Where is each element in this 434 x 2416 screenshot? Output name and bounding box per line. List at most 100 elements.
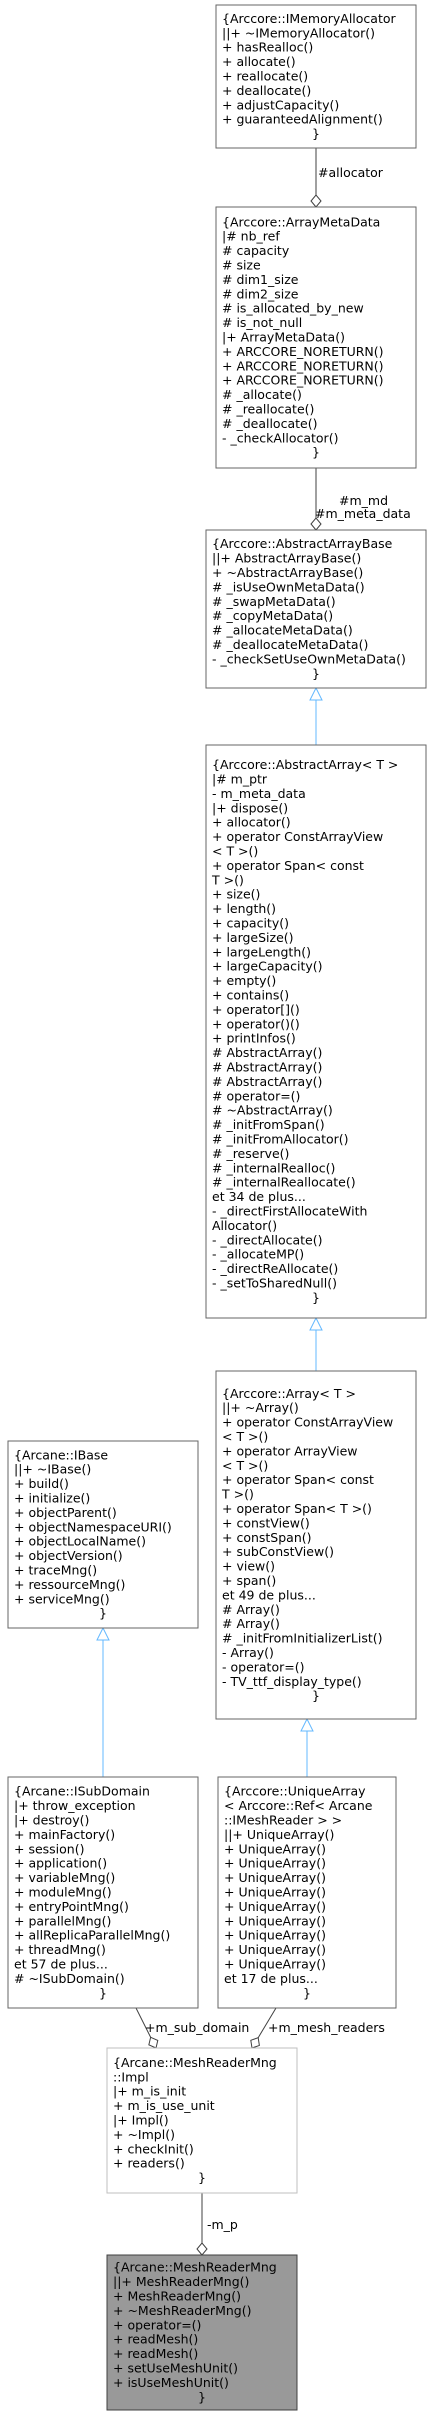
class-member: + operator Span< T >() (222, 1501, 372, 1516)
inheritance-arrowhead (309, 686, 323, 701)
class-member: < T >() (212, 844, 258, 859)
class-box (217, 1776, 397, 2009)
class-box (215, 206, 417, 469)
edge-meta: #m_md#m_meta_data (310, 468, 411, 531)
class-member: # _internalRealloc() (212, 1160, 335, 1175)
class-member: + operator Span< const (212, 858, 364, 873)
class-member: # Array() (222, 1616, 280, 1631)
class-member: + setUseMeshUnit() (113, 2361, 238, 2376)
class-box (205, 529, 427, 689)
class-node-abstractarraybase[interactable]: {Arccore::AbstractArrayBase||+ AbstractA… (205, 529, 427, 689)
class-node-impl[interactable]: {Arcane::MeshReaderMng::Impl|+ m_is_init… (106, 2047, 298, 2194)
edge-inh4 (300, 1717, 314, 1777)
class-member: # _deallocateMetaData() (212, 637, 368, 652)
class-member: ||+ ~IBase() (14, 1462, 91, 1477)
class-member: # _initFromSpan() (212, 1117, 325, 1132)
class-member: |+ dispose() (212, 800, 288, 815)
class-member: # is_not_null (222, 315, 302, 330)
class-member: + objectVersion() (14, 1548, 123, 1563)
class-node-isubdomain[interactable]: {Arcane::ISubDomain|+ throw_exception|+ … (7, 1776, 199, 2009)
class-member: + moduleMng() (14, 1885, 112, 1900)
class-name: {Arccore::UniqueArray (224, 1784, 366, 1799)
edge-inh1 (309, 686, 323, 745)
class-name: {Arcane::ISubDomain (14, 1784, 150, 1799)
class-closing-brace: } (312, 666, 320, 681)
inheritance-arrowhead (309, 1316, 323, 1331)
class-box (7, 1440, 199, 1629)
class-member: # _reserve() (212, 1146, 289, 1161)
class-member: Allocator() (212, 1218, 277, 1233)
edge-label: +m_mesh_readers (268, 2020, 385, 2035)
class-member: + session() (14, 1841, 84, 1856)
edge-inh3 (96, 1626, 110, 1777)
class-box (215, 1370, 417, 1720)
class-member: # AbstractArray() (212, 1045, 322, 1060)
class-name: {Arccore::IMemoryAllocator (222, 11, 396, 26)
class-member: + parallelMng() (14, 1913, 111, 1928)
class-member: + ressourceMng() (14, 1577, 125, 1592)
class-member: + objectParent() (14, 1505, 117, 1520)
class-member: # AbstractArray() (212, 1060, 322, 1075)
class-member: # dim2_size (222, 286, 299, 301)
class-member: < Arccore::Ref< Arcane (224, 1798, 373, 1813)
class-member: T >() (221, 1487, 254, 1502)
class-member: + threadMng() (14, 1942, 106, 1957)
edges-layer: #allocator #m_md#m_meta_data +m_sub_domain… (96, 148, 411, 2256)
class-member: ||+ AbstractArrayBase() (212, 551, 361, 566)
class-member: + ARCCORE_NORETURN() (222, 358, 384, 373)
class-member: # operator=() (212, 1088, 300, 1103)
class-member: et 57 de plus... (14, 1957, 108, 1972)
class-member: + ARCCORE_NORETURN() (222, 344, 384, 359)
class-closing-brace: } (198, 2170, 206, 2185)
class-node-ibase[interactable]: {Arcane::IBase||+ ~IBase()+ build()+ ini… (7, 1440, 199, 1629)
class-node-arraymetadata[interactable]: {Arccore::ArrayMetaData|# nb_ref# capaci… (215, 206, 417, 469)
class-closing-brace: } (312, 445, 320, 460)
class-member: < T >() (222, 1458, 268, 1473)
class-member: # is_allocated_by_new (222, 301, 364, 316)
class-node-meshreadermng[interactable]: {Arcane::MeshReaderMng||+ MeshReaderMng(… (106, 2254, 298, 2411)
class-name: {Arcane::MeshReaderMng (113, 2260, 277, 2275)
class-member: - _checkAllocator() (222, 430, 338, 445)
class-member: et 17 de plus... (224, 1971, 318, 1986)
class-member: + ~Impl() (113, 2127, 175, 2142)
class-member: + reallocate() (222, 69, 308, 84)
edge-subdom: +m_sub_domain (135, 2007, 249, 2049)
class-member: + MeshReaderMng() (113, 2289, 241, 2304)
edge-label: #m_meta_data (315, 506, 411, 521)
composition-diamond (196, 2242, 208, 2256)
class-node-uniquearray[interactable]: {Arccore::UniqueArray< Arccore::Ref< Arc… (217, 1776, 397, 2009)
class-member: - m_meta_data (212, 786, 306, 801)
class-member: ::Impl (113, 2069, 149, 2084)
class-member: # _internalReallocate() (212, 1175, 356, 1190)
class-member: - _directReAllocate() (212, 1261, 338, 1276)
class-member: # _swapMetaData() (212, 594, 336, 609)
class-node-imemoryallocator[interactable]: {Arccore::IMemoryAllocator||+ ~IMemoryAl… (215, 4, 417, 149)
class-member: # _allocateMetaData() (212, 623, 353, 638)
class-member: + ~AbstractArrayBase() (212, 565, 363, 580)
composition-diamond (310, 517, 322, 531)
class-member: + variableMng() (14, 1870, 115, 1885)
class-member: # AbstractArray() (212, 1074, 322, 1089)
class-name: {Arcane::MeshReaderMng (113, 2055, 277, 2070)
nodes-layer: {Arccore::IMemoryAllocator||+ ~IMemoryAl… (7, 4, 427, 2411)
class-member: + capacity() (212, 916, 289, 931)
class-name: {Arccore::AbstractArray< T > (212, 757, 398, 772)
edge-label: #allocator (318, 165, 384, 180)
class-member: + UniqueArray() (224, 1913, 326, 1928)
composition-diamond (148, 2036, 159, 2049)
class-member: + ARCCORE_NORETURN() (222, 373, 384, 388)
class-member: |+ destroy() (14, 1813, 89, 1828)
class-member: + readers() (113, 2156, 185, 2171)
class-member: + largeLength() (212, 944, 311, 959)
class-box (215, 4, 417, 149)
class-member: - TV_ttf_display_type() (222, 1674, 362, 1689)
edge-mp: -m_p (196, 2193, 238, 2256)
class-closing-brace: } (198, 2389, 206, 2404)
class-member: # _copyMetaData() (212, 608, 333, 623)
class-member: + size() (212, 887, 260, 902)
class-member: + hasRealloc() (222, 40, 313, 55)
class-member: + mainFactory() (14, 1827, 115, 1842)
class-node-abstractarray[interactable]: {Arccore::AbstractArray< T >|# m_ptr- m_… (205, 744, 427, 1319)
class-member: + UniqueArray() (224, 1885, 326, 1900)
class-node-array[interactable]: {Arccore::Array< T >||+ ~Array()+ operat… (215, 1370, 417, 1720)
